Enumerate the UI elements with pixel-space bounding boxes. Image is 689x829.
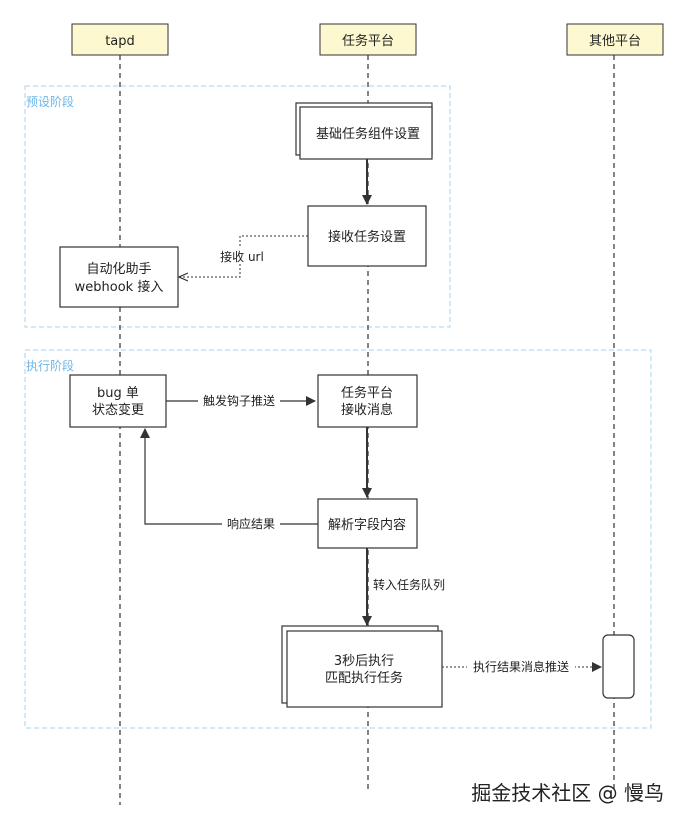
box-receive-message-line1: 任务平台 bbox=[341, 385, 393, 401]
header-task-platform-label: 任务平台 bbox=[342, 33, 394, 49]
arrow-label-bg bbox=[467, 659, 575, 675]
arrow-label-response: 响应结果 bbox=[227, 516, 275, 531]
box-parse-fields: 解析字段内容 bbox=[317, 498, 418, 549]
arrow-label-bg bbox=[222, 516, 280, 532]
phase-frame-preset bbox=[24, 85, 451, 328]
box-delayed-execute-line1: 3秒后执行 bbox=[334, 654, 394, 669]
box-bug-status: bug 单 状态变更 bbox=[69, 374, 167, 428]
arrow-label-receive-url: 接收 url bbox=[220, 249, 264, 264]
box-webhook-line2: webhook 接入 bbox=[75, 279, 164, 295]
box-delayed-execute: 3秒后执行 匹配执行任务 bbox=[281, 625, 443, 708]
phase-label-execute: 执行阶段 bbox=[26, 358, 74, 373]
box-parse-fields-label: 解析字段内容 bbox=[328, 517, 406, 533]
header-other-platform-label: 其他平台 bbox=[589, 34, 641, 49]
box-delayed-execute-line2: 匹配执行任务 bbox=[325, 670, 403, 686]
arrow-label-bg bbox=[216, 248, 268, 264]
box-receive-message: 任务平台 接收消息 bbox=[317, 374, 418, 428]
arrow-response bbox=[140, 428, 318, 525]
box-receive-settings: 接收任务设置 bbox=[307, 205, 427, 267]
box-webhook-line1: 自动化助手 bbox=[86, 262, 151, 277]
box-receive-message-line2: 接收消息 bbox=[341, 402, 393, 418]
arrow-label-trigger-hook: 触发钩子推送 bbox=[203, 393, 275, 408]
activation-other-platform bbox=[602, 634, 635, 699]
box-bug-status-line1: bug 单 bbox=[97, 386, 139, 401]
phase-label-preset: 预设阶段 bbox=[26, 94, 74, 109]
box-webhook: 自动化助手 webhook 接入 bbox=[59, 246, 179, 308]
arrow-label-to-queue: 转入任务队列 bbox=[373, 577, 445, 592]
box-receive-settings-label: 接收任务设置 bbox=[328, 229, 406, 245]
phase-frame-execute bbox=[24, 349, 652, 729]
arrow-label-push-result: 执行结果消息推送 bbox=[473, 659, 569, 674]
box-bug-status-line2: 状态变更 bbox=[92, 402, 144, 418]
header-tapd: tapd bbox=[71, 23, 169, 56]
header-task-platform: 任务平台 bbox=[319, 23, 417, 56]
box-base-settings-label: 基础任务组件设置 bbox=[316, 126, 420, 142]
box-base-settings: 基础任务组件设置 bbox=[295, 102, 433, 160]
header-other-platform: 其他平台 bbox=[566, 23, 664, 56]
watermark-text: 掘金技术社区 @ 慢鸟 bbox=[471, 781, 664, 805]
arrow-label-bg bbox=[198, 393, 280, 409]
header-tapd-label: tapd bbox=[105, 34, 135, 49]
